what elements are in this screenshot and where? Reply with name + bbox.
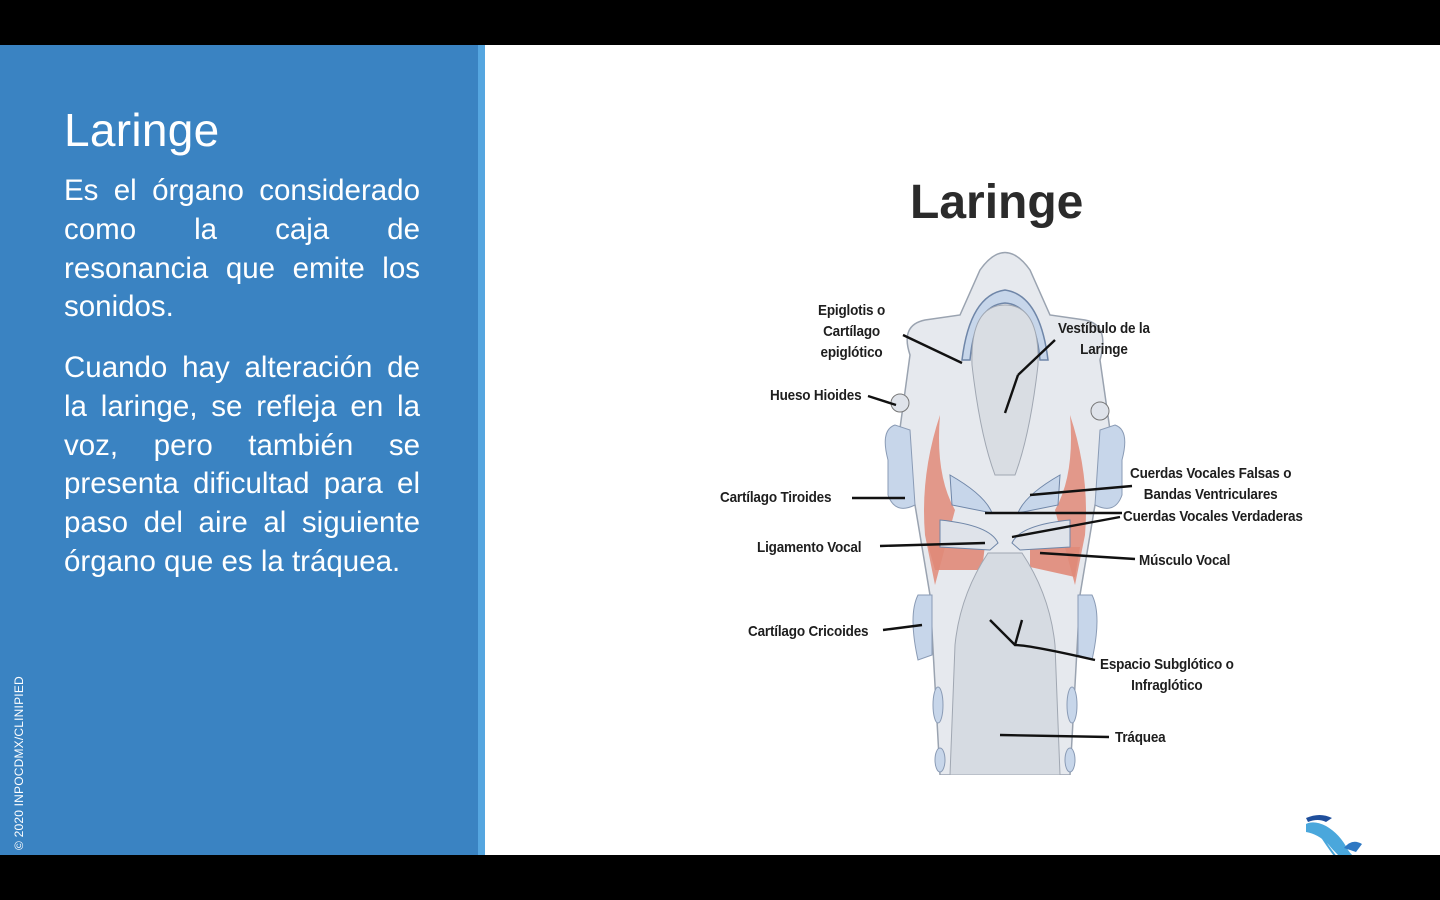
label-true-vocal-folds: Cuerdas Vocales Verdaderas xyxy=(1123,508,1303,525)
subglottic-space xyxy=(949,552,1061,775)
label-epiglottis-line-3: epiglótico xyxy=(820,344,883,361)
vocal-muscle-lower-left xyxy=(928,545,985,570)
hyoid-bone-left xyxy=(890,393,910,413)
label-false-vocal-folds: Cuerdas Vocales Falsas o Bandas Ventricu… xyxy=(1130,463,1291,505)
cricoid-cartilage-left xyxy=(912,594,933,661)
slide: Laringe Es el órgano considerado como la… xyxy=(0,45,1440,855)
copyright-text: © 2020 INPOCDMX/CLINIPIED xyxy=(12,676,26,850)
hyoid-bone-right xyxy=(1090,401,1110,421)
label-false-vocal-folds-line-2: Bandas Ventriculares xyxy=(1143,486,1278,503)
tracheal-ring xyxy=(1066,686,1078,724)
label-hyoid-bone: Hueso Hioides xyxy=(770,387,862,404)
vocal-muscle-left xyxy=(924,415,955,585)
label-thyroid-cartilage: Cartílago Tiroides xyxy=(720,489,832,506)
vocal-muscle-right xyxy=(1055,415,1086,585)
label-subglottic-line-1: Espacio Subglótico o xyxy=(1100,656,1234,673)
label-epiglottis: Epiglotis o Cartílago epiglótico xyxy=(818,300,885,363)
thyroid-cartilage-right xyxy=(1094,424,1126,509)
thyroid-cartilage-left xyxy=(884,424,916,509)
label-vestibule: Vestíbulo de la Laringe xyxy=(1058,318,1150,360)
diagram-title: Laringe xyxy=(910,176,1084,229)
hummingbird-logo-icon xyxy=(1306,815,1362,855)
larynx-illustration xyxy=(852,251,1136,775)
sidebar-panel: Laringe Es el órgano considerado como la… xyxy=(0,45,478,855)
label-trachea: Tráquea xyxy=(1115,729,1166,746)
label-epiglottis-line-1: Epiglotis o xyxy=(818,302,886,319)
tracheal-ring xyxy=(1064,747,1076,773)
label-cricoid-cartilage: Cartílago Cricoides xyxy=(748,623,869,640)
paragraph-alteration: Cuando hay alteración de la laringe, se … xyxy=(64,351,420,578)
paragraph-definition: Es el órgano considerado como la caja de… xyxy=(64,174,420,324)
true-vocal-fold-right xyxy=(1011,519,1071,551)
laryngeal-vestibule xyxy=(971,304,1039,476)
label-vestibule-line-1: Vestíbulo de la xyxy=(1058,320,1150,337)
tracheal-ring xyxy=(934,747,946,773)
label-false-vocal-folds-line-1: Cuerdas Vocales Falsas o xyxy=(1130,465,1292,482)
label-subglottic-space: Espacio Subglótico o Infraglótico xyxy=(1100,654,1234,696)
larynx-diagram: Laringe Epiglotis o Cartílago epiglótico… xyxy=(700,175,1340,775)
leader-lines xyxy=(852,333,1136,739)
label-vestibule-line-2: Laringe xyxy=(1080,341,1128,358)
slide-title: Laringe xyxy=(64,104,220,156)
label-vocal-muscle: Músculo Vocal xyxy=(1139,552,1231,569)
label-subglottic-line-2: Infraglótico xyxy=(1131,677,1203,694)
label-epiglottis-line-2: Cartílago xyxy=(823,323,880,340)
label-vocal-ligament: Ligamento Vocal xyxy=(757,539,862,556)
cricoid-cartilage-right xyxy=(1077,594,1098,661)
sidebar-accent-bar xyxy=(478,45,485,855)
tracheal-ring xyxy=(932,686,944,724)
